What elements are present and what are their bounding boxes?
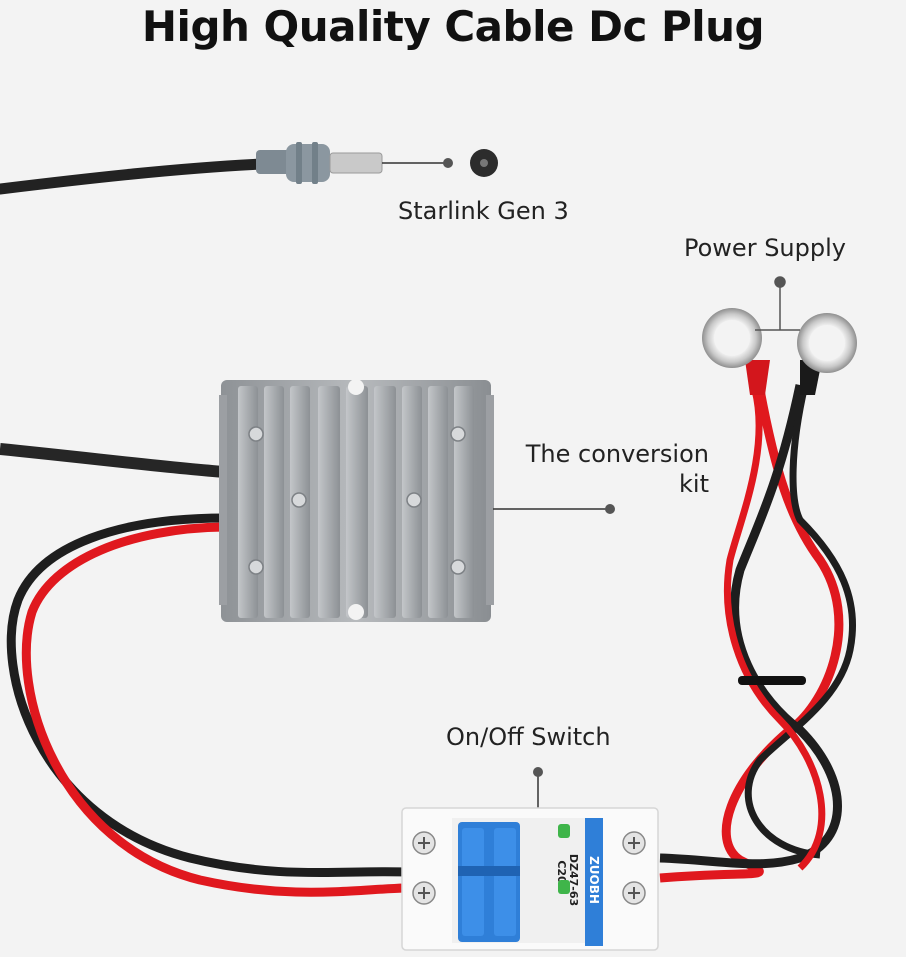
page-title: High Quality Cable Dc Plug (141, 2, 765, 51)
dc-plug-barrel (329, 152, 383, 174)
on-off-switch: ZUOBH DZ47-63 C20 (401, 767, 659, 951)
ring-terminal-red (702, 308, 770, 395)
power-supply-callout (755, 276, 800, 331)
power-supply-label: Power Supply (684, 234, 846, 262)
screws (248, 426, 466, 575)
breaker-model: DZ47-63 (567, 854, 580, 906)
switch-label: On/Off Switch (446, 723, 611, 751)
callout-dot (533, 767, 543, 777)
left-wire-loop (6, 513, 405, 897)
breaker-toggle (458, 822, 520, 942)
breaker-rating: C20 (555, 860, 568, 884)
breaker-brand: ZUOBH (587, 856, 601, 904)
callout-dot (605, 504, 615, 514)
heatsink-fins (238, 386, 474, 618)
conversion-kit-label: The conversion kit (525, 440, 709, 498)
callout-dot (443, 158, 453, 168)
dc-plug-boot (256, 150, 292, 174)
starlink-label: Starlink Gen 3 (398, 197, 569, 225)
power-supply-wires (659, 384, 857, 883)
starlink-cable (0, 142, 498, 195)
ring-terminal-black (797, 313, 857, 395)
conversion-kit (219, 379, 615, 622)
converter-input-cable (0, 443, 226, 478)
